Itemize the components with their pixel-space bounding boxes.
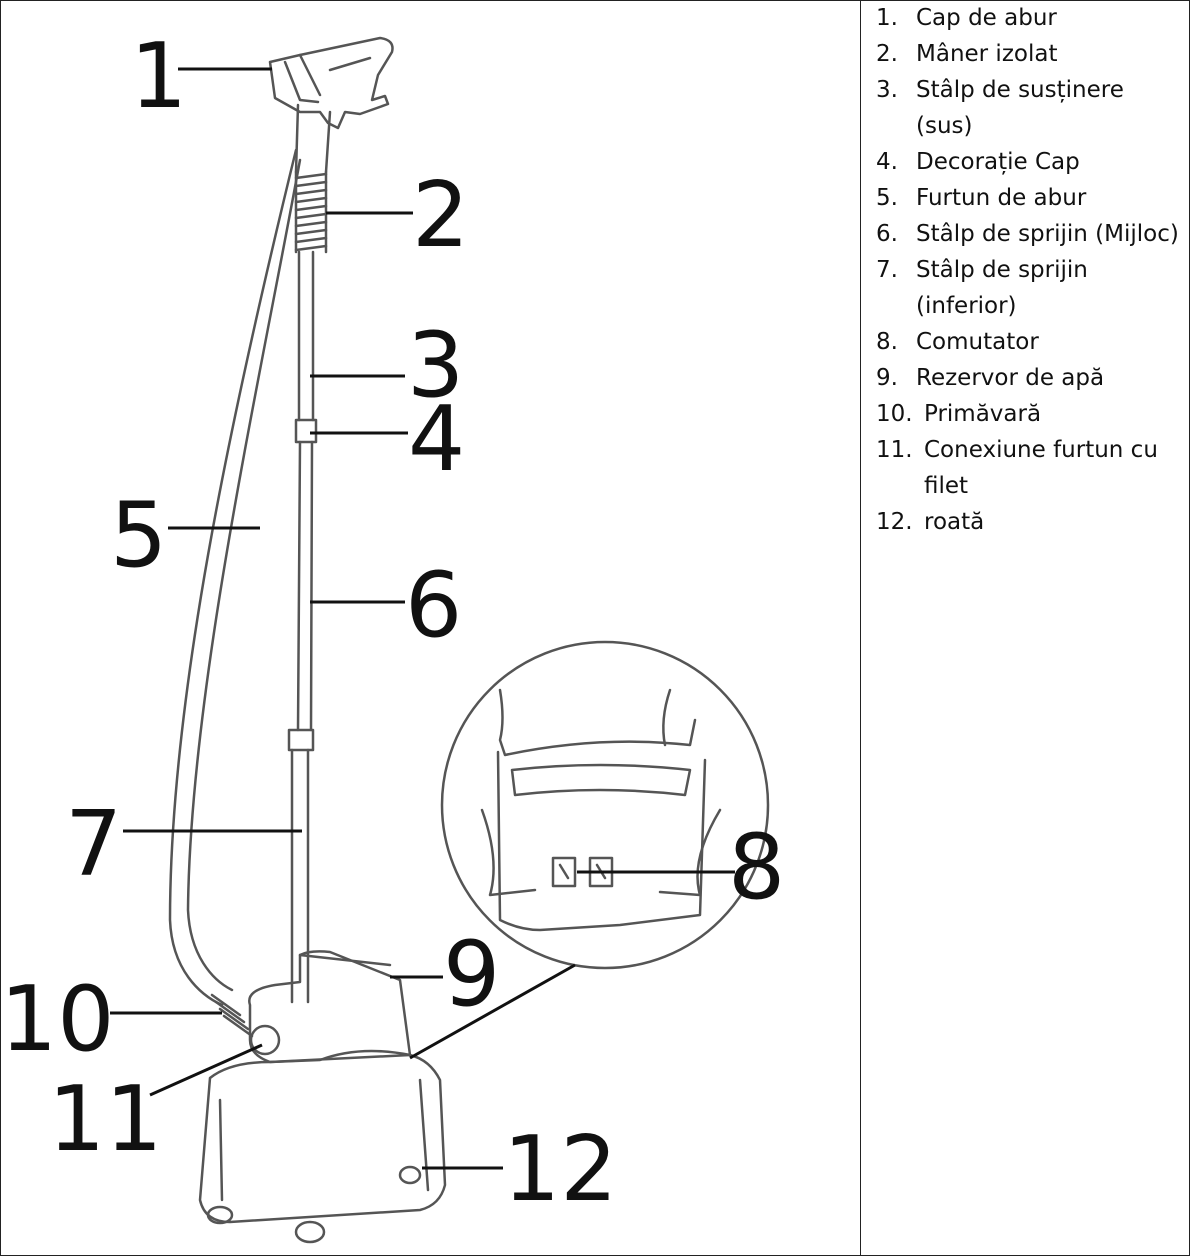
callout-7: 7 bbox=[65, 792, 122, 897]
legend-text: roată bbox=[924, 509, 985, 535]
legend-item: 8. Comutator bbox=[876, 324, 1181, 360]
legend-number: 4. bbox=[876, 149, 898, 175]
legend-item: 1. Cap de abur bbox=[876, 0, 1181, 36]
steamer-illustration bbox=[168, 36, 770, 1244]
legend-item: 12. roată bbox=[876, 504, 1181, 540]
switch-inset-drawing bbox=[440, 640, 770, 970]
callout-2: 2 bbox=[412, 163, 469, 268]
legend-number: 2. bbox=[876, 41, 898, 67]
legend-number: 7. bbox=[876, 257, 898, 283]
callout-1: 1 bbox=[130, 24, 187, 129]
handle-drawing bbox=[294, 103, 332, 254]
legend-number: 11. bbox=[876, 437, 913, 463]
water-tank-drawing bbox=[198, 950, 447, 1244]
legend-number: 3. bbox=[876, 77, 898, 103]
legend-text: Furtun de abur bbox=[916, 185, 1087, 211]
legend-text: Cap de abur bbox=[916, 5, 1057, 31]
legend-number: 9. bbox=[876, 365, 898, 391]
legend-number: 10. bbox=[876, 401, 913, 427]
legend-item: 10. Primăvară bbox=[876, 396, 1181, 432]
leader-lines bbox=[110, 67, 735, 1170]
legend-item: 11. Conexiune furtun cu filet bbox=[876, 432, 1181, 504]
callout-3: 3 bbox=[407, 313, 464, 418]
legend-item: 4. Decorație Cap bbox=[876, 144, 1181, 180]
callout-10: 10 bbox=[0, 967, 115, 1072]
support-pole-drawing bbox=[287, 250, 318, 1004]
callout-12: 12 bbox=[503, 1117, 618, 1222]
callout-8: 8 bbox=[728, 815, 785, 920]
callout-9: 9 bbox=[443, 922, 500, 1027]
legend-item: 9. Rezervor de apă bbox=[876, 360, 1181, 396]
legend-item: 5. Furtun de abur bbox=[876, 180, 1181, 216]
steam-head-drawing bbox=[268, 36, 394, 130]
legend-item: 6. Stâlp de sprijin (Mijloc) bbox=[876, 216, 1181, 252]
legend-number: 12. bbox=[876, 509, 913, 535]
legend-item: 2. Mâner izolat bbox=[876, 36, 1181, 72]
legend-text: Stâlp de susținere (sus) bbox=[916, 77, 1124, 139]
callout-6: 6 bbox=[405, 553, 462, 658]
legend-text: Rezervor de apă bbox=[916, 365, 1105, 391]
leader-line-inset bbox=[409, 963, 576, 1060]
legend-number: 1. bbox=[876, 5, 898, 31]
garment-steamer-diagram: 1 2 3 4 5 6 7 8 9 10 11 12 bbox=[0, 24, 785, 1244]
steam-hose-drawing bbox=[168, 148, 302, 1038]
legend-text: Mâner izolat bbox=[916, 41, 1058, 67]
parts-legend: 1. Cap de abur 2. Mâner izolat 3. Stâlp de … bbox=[876, 0, 1181, 540]
callout-11: 11 bbox=[48, 1067, 163, 1172]
callout-5: 5 bbox=[110, 483, 167, 588]
leader-line-11 bbox=[149, 1043, 263, 1097]
legend-text: Stâlp de sprijin (Mijloc) bbox=[916, 221, 1179, 247]
legend-number: 5. bbox=[876, 185, 898, 211]
legend-text: Decorație Cap bbox=[916, 149, 1080, 175]
column-divider bbox=[860, 0, 861, 1256]
callout-numbers: 1 2 3 4 5 6 7 8 9 10 11 12 bbox=[0, 24, 785, 1222]
legend-text: Comutator bbox=[916, 329, 1039, 355]
legend-item: 3. Stâlp de susținere (sus) bbox=[876, 72, 1181, 144]
legend-number: 8. bbox=[876, 329, 898, 355]
legend-number: 6. bbox=[876, 221, 898, 247]
legend-text: Conexiune furtun cu filet bbox=[924, 437, 1158, 499]
legend-item: 7. Stâlp de sprijin (inferior) bbox=[876, 252, 1181, 324]
legend-text: Primăvară bbox=[924, 401, 1042, 427]
callout-4: 4 bbox=[408, 387, 465, 492]
legend-text: Stâlp de sprijin (inferior) bbox=[916, 257, 1088, 319]
